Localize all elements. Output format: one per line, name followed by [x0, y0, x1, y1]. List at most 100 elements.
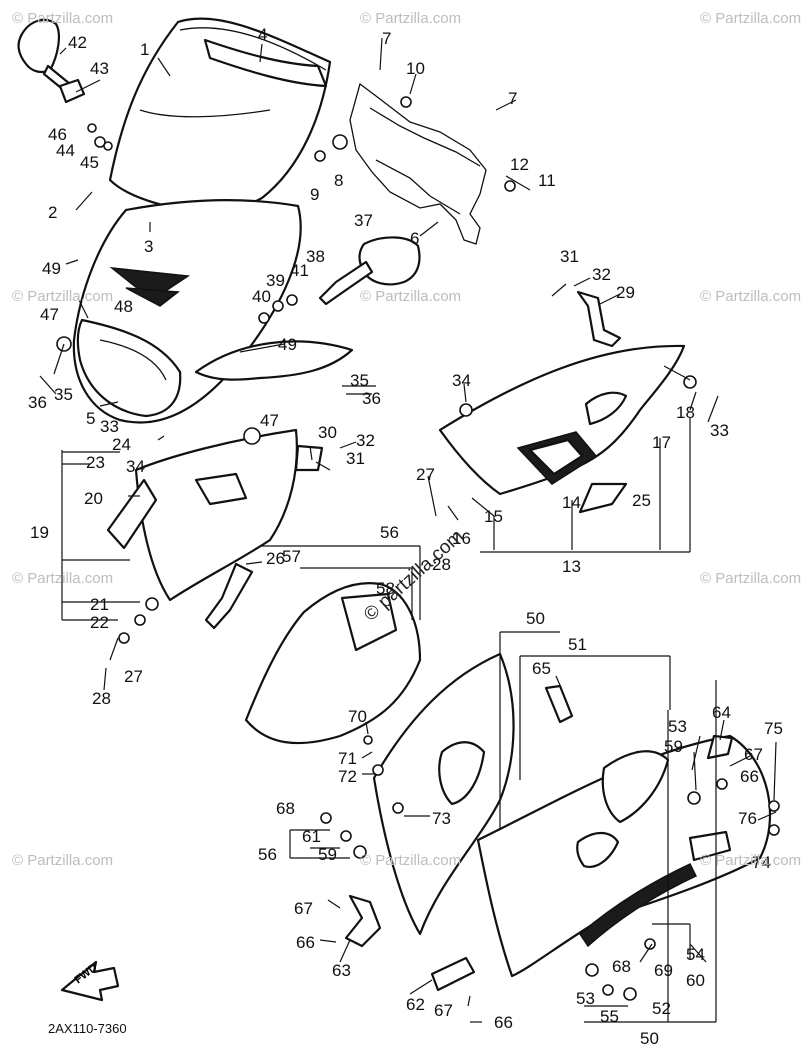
- callout-11: 11: [538, 171, 556, 190]
- callout-34a: 34: [126, 457, 145, 476]
- callout-15: 15: [484, 507, 503, 526]
- windscreen-inner: [139, 109, 271, 118]
- callout-33a: 33: [100, 417, 119, 436]
- callout-28a: 28: [432, 555, 451, 574]
- bolt-74: [768, 824, 780, 836]
- callout-42: 42: [68, 33, 87, 52]
- windscreen-trim: [203, 38, 328, 88]
- side-panel-49: [194, 340, 354, 381]
- bolt-53b: [585, 963, 599, 977]
- bolt-34: [459, 403, 473, 417]
- watermark: © Partzilla.com: [360, 288, 462, 305]
- side-cowl-19-panel-20: [106, 478, 158, 550]
- callout-67c: 67: [434, 1001, 453, 1020]
- callout-56a: 56: [380, 523, 399, 542]
- callout-66b: 66: [296, 933, 315, 952]
- watermark: © Partzilla.com: [360, 10, 462, 27]
- mirror-37-stem: [318, 260, 374, 306]
- bracket-30: [294, 444, 324, 472]
- bolt-68: [320, 812, 332, 824]
- bracket-62: [430, 956, 476, 992]
- bolt-66: [716, 778, 728, 790]
- upper-cowling-inlet-2: [125, 287, 180, 307]
- bolt-69: [644, 938, 656, 950]
- callout-41: 41: [290, 261, 309, 280]
- inner-panel-57-cut: [340, 592, 398, 652]
- mirror-42-base: [58, 78, 86, 104]
- bolt-39: [272, 300, 284, 312]
- bracket-26: [204, 562, 254, 630]
- document-code: 2AX110-7360: [48, 1021, 127, 1036]
- callout-12: 12: [510, 155, 529, 174]
- callout-19: 19: [30, 523, 49, 542]
- callout-23: 23: [86, 453, 105, 472]
- callout-18: 18: [676, 403, 695, 422]
- callout-75: 75: [764, 719, 783, 738]
- upper-cowling-inlet: [109, 266, 191, 301]
- callout-38: 38: [306, 247, 325, 266]
- callout-25: 25: [632, 491, 651, 510]
- callout-27b: 27: [124, 667, 143, 686]
- cowling-stay-frame-3: [375, 159, 461, 215]
- callout-33b: 33: [710, 421, 729, 440]
- callout-66c: 66: [494, 1013, 513, 1032]
- headlight-inner: [99, 339, 167, 381]
- callout-30: 30: [318, 423, 337, 442]
- callout-8: 8: [334, 171, 343, 190]
- fwd-arrow-icon: [60, 960, 120, 1002]
- watermark: © Partzilla.com: [12, 570, 114, 587]
- headlight-lens: [76, 318, 182, 418]
- callout-17: 17: [652, 433, 671, 452]
- callout-5: 5: [86, 409, 95, 428]
- side-cowl-19-window: [194, 472, 248, 506]
- callout-46: 46: [48, 125, 67, 144]
- cowling-stay-frame-2: [369, 107, 481, 167]
- bolt-41: [286, 294, 298, 306]
- watermark: © Partzilla.com: [360, 852, 462, 869]
- callout-16: 16: [452, 529, 471, 548]
- callout-20: 20: [84, 489, 103, 508]
- bolt-61: [340, 830, 352, 842]
- callout-27a: 27: [416, 465, 435, 484]
- callout-24: 24: [112, 435, 131, 454]
- side-cowl-17: [438, 344, 686, 496]
- bracket-63: [344, 894, 382, 948]
- callout-60: 60: [686, 971, 705, 990]
- callout-54: 54: [686, 945, 705, 964]
- callout-49b: 49: [278, 335, 297, 354]
- nut-10: [400, 96, 412, 108]
- callout-37: 37: [354, 211, 373, 230]
- bracket-64: [706, 734, 734, 760]
- callout-34b: 34: [452, 371, 471, 390]
- callout-67b: 67: [294, 899, 313, 918]
- callout-39: 39: [266, 271, 285, 290]
- callout-52: 52: [652, 999, 671, 1018]
- callout-72: 72: [338, 767, 357, 786]
- bolt-55: [602, 984, 614, 996]
- mirror-37: [358, 236, 421, 286]
- callout-7a: 7: [382, 29, 391, 48]
- watermark: © Partzilla.com: [700, 852, 802, 869]
- callout-51: 51: [568, 635, 587, 654]
- callout-35b: 35: [350, 371, 369, 390]
- callout-22: 22: [90, 613, 109, 632]
- callout-59a: 59: [664, 737, 683, 756]
- callout-44: 44: [56, 141, 75, 160]
- bolt-68b: [623, 987, 637, 1001]
- callout-63: 63: [332, 961, 351, 980]
- cowling-stay-frame: [349, 82, 487, 245]
- bolt-44: [94, 136, 106, 148]
- callout-70: 70: [348, 707, 367, 726]
- callout-59b: 59: [318, 845, 337, 864]
- mirror-42: [17, 18, 60, 74]
- bolt-76: [768, 800, 780, 812]
- callout-32b: 32: [356, 431, 375, 450]
- watermark: © Partzilla.com: [12, 852, 114, 869]
- callout-28b: 28: [92, 689, 111, 708]
- callout-53b: 53: [576, 989, 595, 1008]
- bolt-59: [353, 845, 367, 859]
- nut-12: [504, 180, 516, 192]
- callout-66a: 66: [740, 767, 759, 786]
